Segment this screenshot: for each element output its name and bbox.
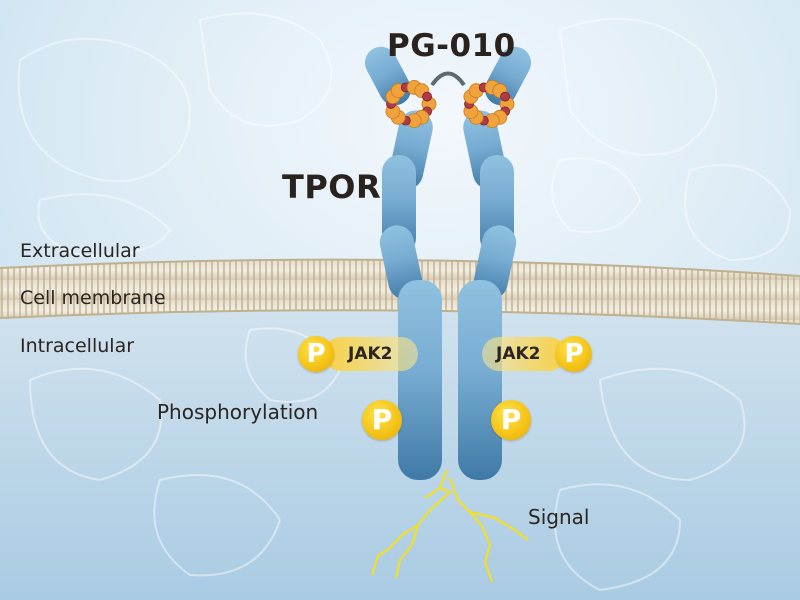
- jak2-left-label: JAK2: [348, 344, 393, 364]
- signal-lightning: [370, 469, 529, 583]
- intracellular-label: Intracellular: [20, 335, 135, 357]
- receptor-label: TPOR: [282, 168, 382, 206]
- ligand-ring-right: [463, 80, 515, 128]
- phosphorylation-label: Phosphorylation: [157, 400, 319, 424]
- jak2-right-phospho-badge: P: [556, 336, 592, 372]
- jak2-left: JAK2: [324, 337, 418, 371]
- tpor-receptor-left: [364, 46, 442, 480]
- receptor-right-phospho-badge: P: [491, 400, 531, 440]
- pg010-ligand: [385, 71, 515, 128]
- extracellular-label: Extracellular: [20, 240, 140, 262]
- ligand-label: PG-010: [387, 28, 516, 64]
- jak2-left-phospho-badge: P: [298, 336, 334, 372]
- ligand-ring-left: [385, 80, 437, 128]
- tpor-receptor-right: [458, 46, 532, 480]
- water-caustics: [17, 12, 792, 592]
- jak2-right-label: JAK2: [496, 344, 541, 364]
- signal-label: Signal: [528, 505, 590, 529]
- ligand-left-bead: [422, 91, 433, 102]
- ligand-right-bead: [500, 91, 511, 102]
- ligand-linker: [430, 71, 466, 87]
- receptor-left-phospho-badge: P: [362, 400, 402, 440]
- cell-membrane-label: Cell membrane: [20, 287, 166, 309]
- jak2-right: JAK2: [482, 337, 566, 371]
